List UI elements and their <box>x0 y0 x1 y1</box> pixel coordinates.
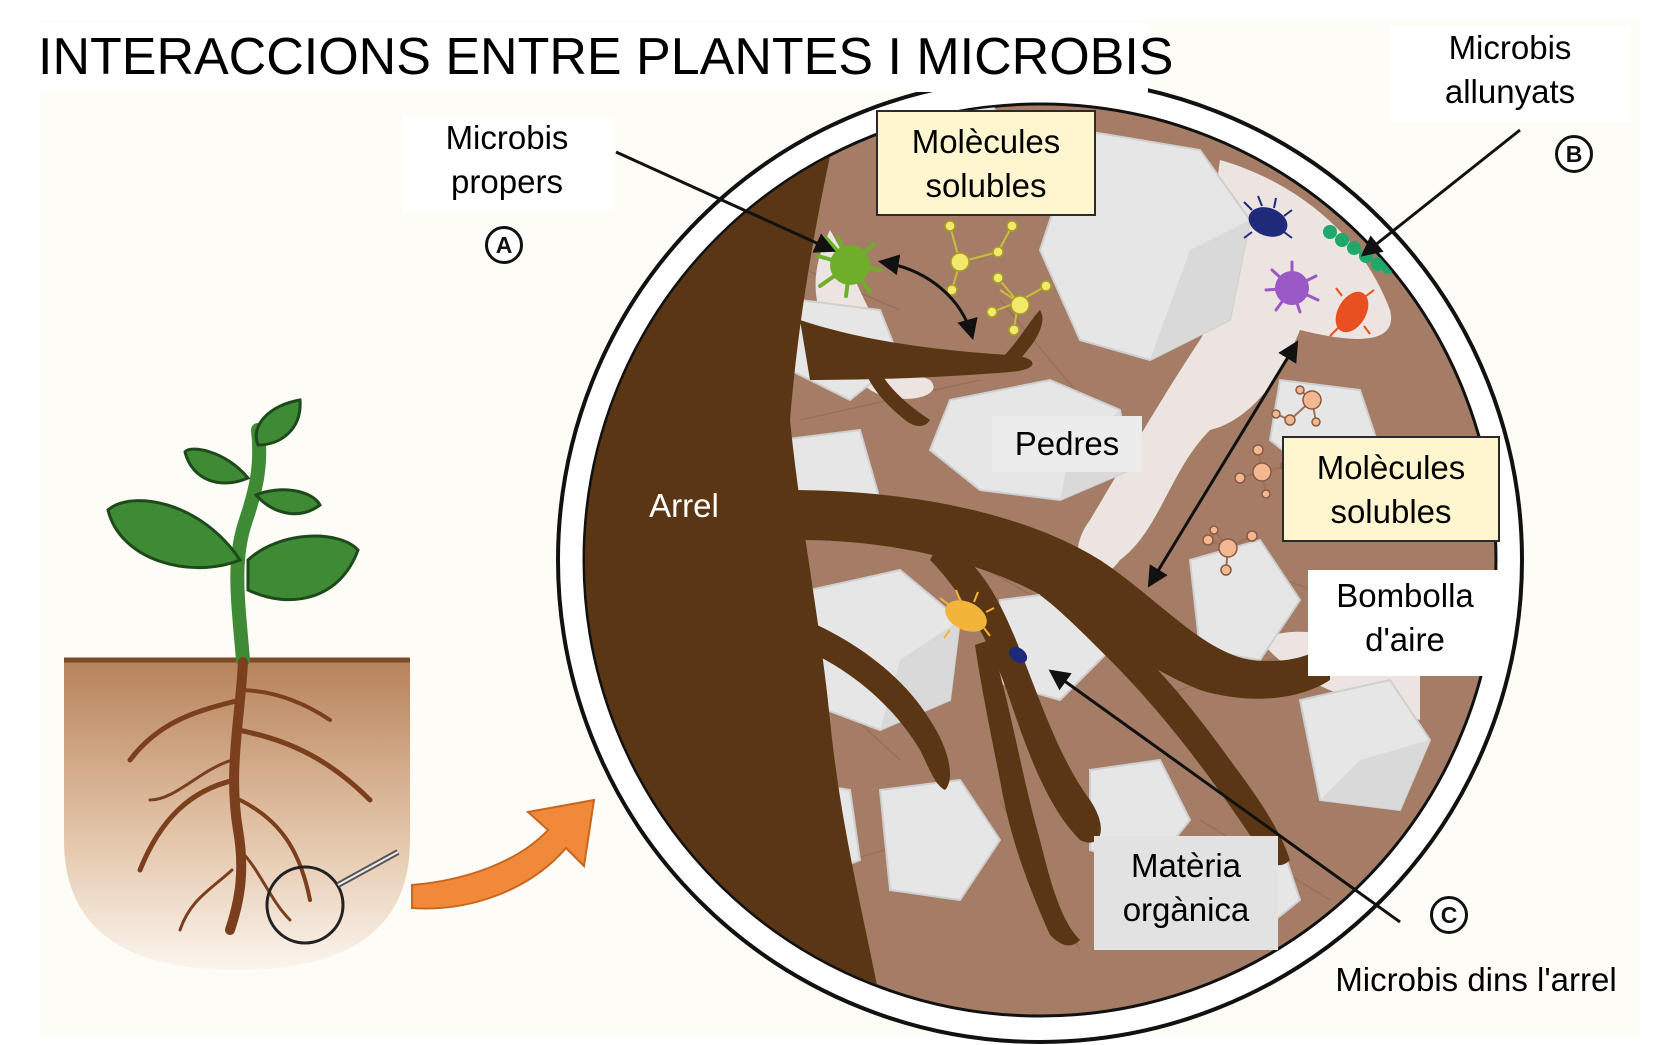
pointer-arrows <box>615 128 1521 924</box>
marker-b-icon: B <box>1555 135 1593 173</box>
microbe-red <box>1329 287 1375 337</box>
marker-c-icon: C <box>1430 896 1468 934</box>
arrow-interaction-a <box>877 254 978 341</box>
microbe-navy-spiky <box>1243 195 1293 239</box>
label-materia-organica: Matèria orgànica <box>1094 836 1278 950</box>
leaf <box>246 534 360 602</box>
microbe-purple <box>1264 260 1320 314</box>
leaf <box>253 488 322 516</box>
plant-roots <box>127 657 373 935</box>
label-microbis-propers: Microbis propers <box>402 116 612 212</box>
label-molecules-solubles-top: Molècules solubles <box>876 110 1096 216</box>
molecules-yellow <box>944 220 1052 336</box>
label-microbis-allunyats: Microbis allunyats <box>1390 26 1630 122</box>
label-arrel: Arrel <box>649 487 719 524</box>
arrow-microbis-allunyats <box>1360 128 1521 257</box>
label-microbis-dins-arrel: Microbis dins l'arrel <box>1335 961 1617 998</box>
label-bombolla-aire: Bombolla d'aire <box>1308 570 1502 676</box>
arrow-microbis-propers <box>615 150 836 253</box>
leaf <box>183 447 251 485</box>
plant-illustration <box>64 398 410 970</box>
marker-a-icon: A <box>485 226 523 264</box>
diagram-title: INTERACCIONS ENTRE PLANTES I MICROBIS <box>28 22 1174 92</box>
label-molecules-solubles-right: Molècules solubles <box>1282 436 1500 542</box>
microbe-navy-small <box>1008 646 1028 664</box>
magnifier-lens <box>265 865 345 945</box>
leaf <box>106 499 243 570</box>
zoom-arrow-icon <box>411 798 596 910</box>
leaf <box>254 398 302 447</box>
microbe-yellow <box>939 589 995 639</box>
arrow-microbis-dins <box>1048 669 1401 924</box>
arrow-interaction-b <box>1147 340 1299 588</box>
label-pedres: Pedres <box>992 416 1142 472</box>
